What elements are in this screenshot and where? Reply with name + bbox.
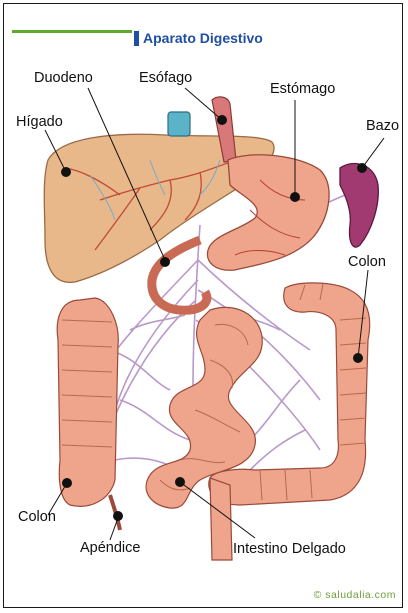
higado-pointer: [61, 167, 71, 177]
colon-right-pointer: [353, 353, 363, 363]
label-duodeno: Duodeno: [34, 70, 93, 86]
bazo-pointer: [357, 163, 367, 173]
credit: © saludalia.com: [314, 589, 396, 601]
label-colon-left: Colon: [18, 509, 56, 525]
label-estomago: Estómago: [270, 81, 335, 97]
label-higado: Hígado: [16, 114, 63, 130]
label-apendice: Apéndice: [80, 540, 140, 556]
label-intestino-delgado: Intestino Delgado: [233, 541, 346, 557]
label-esofago: Esófago: [139, 70, 192, 86]
colon-left-pointer: [62, 478, 72, 488]
esofago-pointer: [217, 115, 227, 125]
vena-cava: [168, 112, 190, 136]
label-bazo: Bazo: [366, 118, 399, 134]
intestino-pointer: [175, 477, 185, 487]
duodeno-pointer: [160, 257, 170, 267]
spleen: [340, 163, 378, 247]
estomago-pointer: [290, 192, 300, 202]
apendice-pointer: [113, 511, 123, 521]
label-colon-right: Colon: [348, 254, 386, 270]
